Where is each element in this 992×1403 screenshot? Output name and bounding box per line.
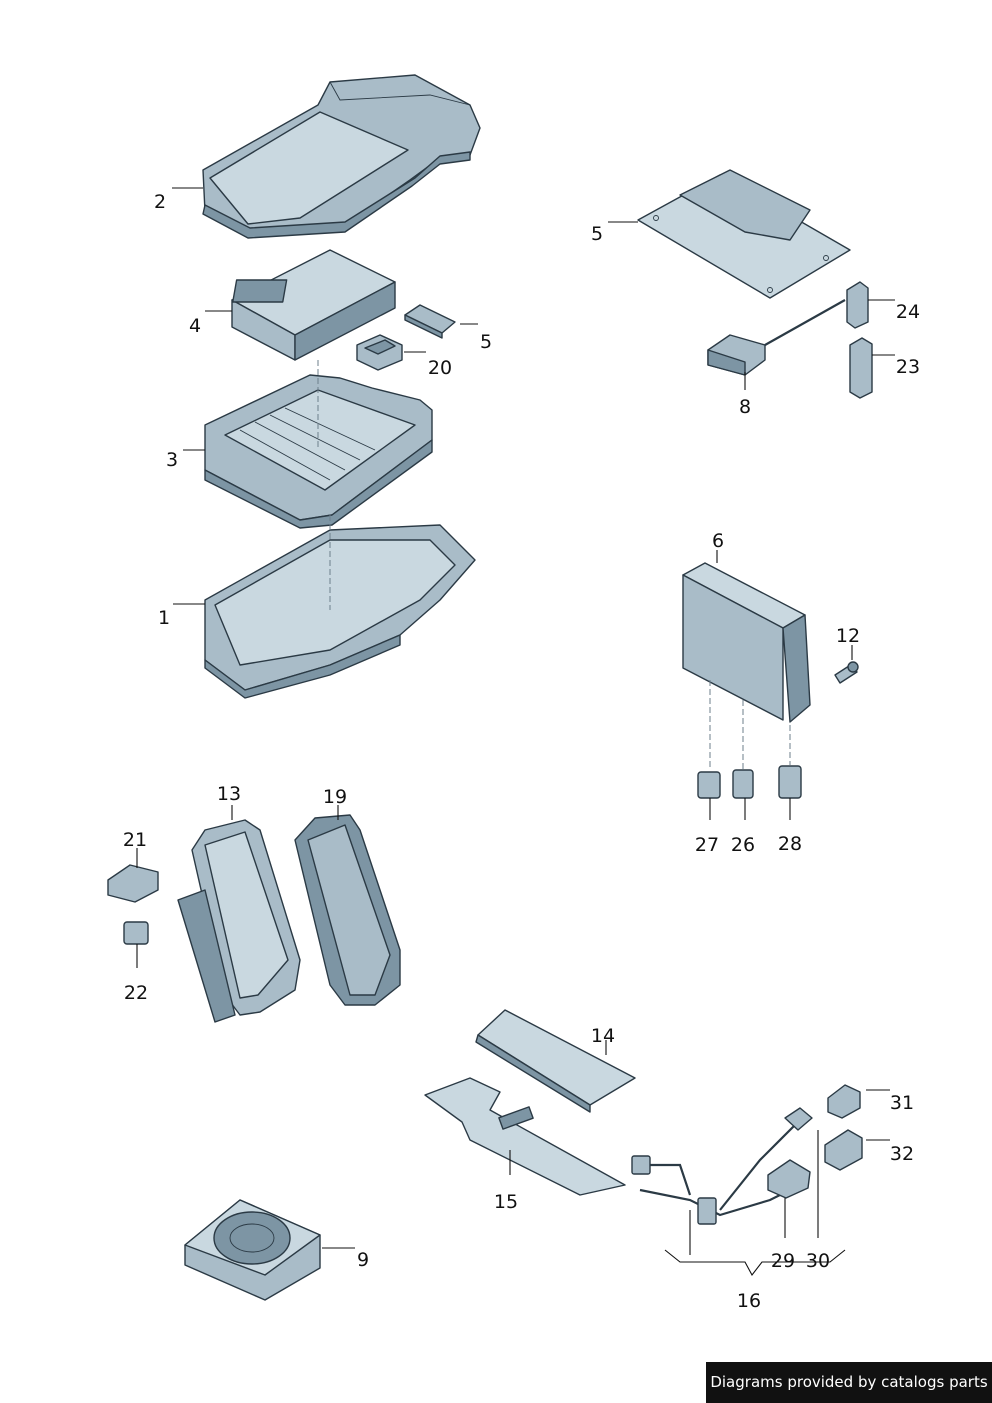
callout-24: 24 [896, 301, 920, 323]
part-2-cover [202, 74, 481, 239]
part-5-plate [637, 169, 851, 299]
part-4-control-unit [231, 249, 396, 361]
part-15-board [424, 1077, 626, 1196]
part-6-module [682, 562, 811, 770]
part-19-holder [294, 814, 401, 1006]
part-23-clip [849, 337, 873, 399]
part-13-cradle [177, 819, 301, 1023]
part-8-antenna-cable [707, 299, 846, 376]
callout-4: 4 [189, 315, 201, 337]
part-31-connector [827, 1084, 861, 1119]
part-3-tray [204, 360, 433, 529]
callout-labels: 2 4 5 20 3 1 5 24 23 8 6 12 27 26 28 13 … [123, 191, 920, 1312]
part-22-plug [123, 921, 149, 945]
part-9-speaker [184, 1199, 321, 1301]
callout-9: 9 [357, 1249, 369, 1271]
callout-1: 1 [158, 607, 170, 629]
part-24-clip [846, 281, 869, 329]
part-16-harness [631, 1107, 813, 1225]
part-26-connector [732, 769, 754, 799]
callout-20: 20 [428, 357, 452, 379]
callout-28: 28 [778, 833, 802, 855]
callout-8: 8 [739, 396, 751, 418]
callout-15: 15 [494, 1191, 518, 1213]
footer-credit: Diagrams provided by catalogs parts [706, 1362, 992, 1403]
part-1-base [204, 515, 476, 699]
part-27-connector [697, 771, 721, 799]
callout-14: 14 [591, 1025, 615, 1047]
callout-16: 16 [737, 1290, 761, 1312]
callout-12: 12 [836, 625, 860, 647]
callout-13: 13 [217, 783, 241, 805]
callout-5-plug: 5 [480, 331, 492, 353]
leader-lines [136, 187, 895, 1277]
callout-31: 31 [890, 1092, 914, 1114]
callout-6: 6 [712, 530, 724, 552]
callout-29: 29 [771, 1250, 795, 1272]
callout-22: 22 [124, 982, 148, 1004]
callout-2: 2 [154, 191, 166, 213]
callout-3: 3 [166, 449, 178, 471]
part-21-connector [107, 864, 159, 903]
part-5-plug [404, 304, 456, 339]
callout-19: 19 [323, 786, 347, 808]
part-12-screw [834, 661, 859, 684]
callout-30: 30 [806, 1250, 830, 1272]
callout-21: 21 [123, 829, 147, 851]
part-14-plate [475, 1009, 636, 1113]
callout-27: 27 [695, 834, 719, 856]
part-20-connector [356, 334, 403, 371]
callout-32: 32 [890, 1143, 914, 1165]
part-28-connector [778, 765, 802, 799]
callout-26: 26 [731, 834, 755, 856]
callout-5-plate: 5 [591, 223, 603, 245]
callout-23: 23 [896, 356, 920, 378]
part-32-connector [824, 1129, 863, 1171]
